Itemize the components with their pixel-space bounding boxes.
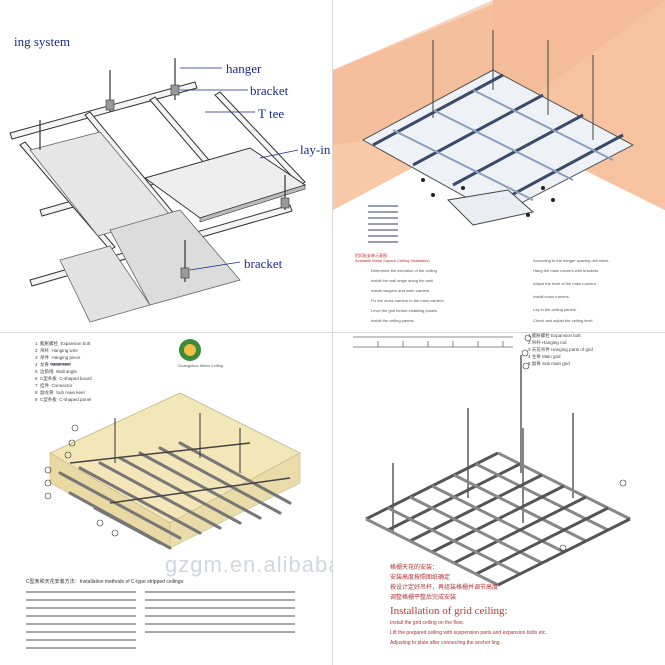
legend-en: Wall angle — [56, 369, 77, 374]
label-lay-in: lay-in — [300, 142, 331, 157]
square-panel — [446, 189, 535, 226]
legend-cn: 主骨 — [531, 354, 541, 359]
bracket-1 — [170, 84, 180, 96]
lay-in-ceiling-diagram — [9, 58, 307, 323]
step-left-6: Install the ceiling panels. — [371, 318, 415, 323]
legend-num: 2 — [528, 340, 531, 345]
step-left-2: Install the wall angle along the wall. — [371, 278, 434, 283]
section-title: Available Metal Square Ceiling Installat… — [355, 258, 430, 263]
legend-num: 8 — [35, 390, 38, 395]
legend-en: Expansion bolt — [551, 333, 581, 338]
step-right-5: Lay in the ceiling panels. — [533, 307, 577, 312]
label-hanger: hanger — [226, 61, 262, 76]
c-strip-ceiling-diagram — [26, 339, 301, 649]
label-bracket-top: bracket — [250, 83, 289, 98]
legend-cn: 天花吊件 — [531, 347, 550, 352]
step-right-1: According to the hanger spacing drill ho… — [533, 258, 610, 263]
grid-bar — [497, 517, 631, 587]
section-title-cn: 铝扣板安装示意图 — [355, 253, 387, 258]
logo-caption: Guangzhou Metal Ceiling — [178, 363, 223, 368]
grid-bar — [387, 506, 521, 576]
grid-ceiling-diagram — [353, 334, 631, 587]
legend-cn: 挂件 — [40, 383, 50, 388]
label-t-tee: T tee — [258, 106, 285, 121]
panel-c-type-strip-ceiling: Guangzhou Metal Ceiling 1 膨胀螺栓 Expansion… — [0, 333, 332, 665]
grid-bar — [365, 517, 499, 587]
ceiling-tile-3 — [59, 245, 151, 323]
diagram-title: ing system — [14, 34, 70, 49]
legend-num: 4 — [528, 354, 531, 359]
panel-lay-in-ceiling-system: ing system hanger bracket T tee lay-in b… — [0, 0, 332, 332]
legend-en: Sub main keel — [56, 390, 85, 395]
legend-num: 7 — [35, 383, 38, 388]
legend-num: 6 — [35, 376, 38, 381]
legend-num: 1 — [528, 333, 531, 338]
legend-en: Hanging parts of grid — [551, 347, 593, 352]
legend-en: C-shaped panel — [59, 397, 92, 402]
grid-en-line-1: Install the grid ceiling on the floor. — [390, 620, 465, 626]
panel-divider-horizontal — [0, 332, 665, 333]
legend-cn: 膨胀螺栓 — [40, 341, 59, 346]
legend-num: 3 — [528, 347, 531, 352]
grid-lattice — [365, 451, 631, 587]
legend-en: C-shaped board — [59, 376, 92, 381]
legend-cn: 吊件 — [40, 355, 50, 360]
legend-cn: 边角线 — [40, 369, 54, 374]
ceiling-tile-2 — [109, 209, 241, 306]
legend-en: Hanging rod — [542, 340, 567, 345]
panel-grid-ceiling: 1 膨胀螺栓 Expansion bolt 2 吊杆 Hanging rod 3… — [333, 333, 665, 665]
legend-num: 3 — [35, 355, 38, 360]
legend-cn: C型条板 — [40, 376, 57, 381]
legend-cn: C型条板 — [40, 397, 57, 402]
step-right-2: Hang the main runners with brackets. — [533, 268, 600, 273]
legend-cn: 副龙骨 — [40, 390, 54, 395]
panel-square-ceiling-installation: 铝扣板安装示意图 Available Metal Square Ceiling … — [333, 0, 665, 332]
step-right-3: Adjust the level of the main runners. — [533, 281, 597, 286]
grid-en-line-3: Adjusting to plate after connecting the … — [390, 640, 501, 646]
step-right-6: Check and adjust the ceiling level. — [533, 318, 594, 323]
step-left-3: Install hangers and main carriers. — [371, 288, 431, 293]
legend-cn: 龙骨 — [40, 362, 50, 367]
square-ceiling-diagram — [333, 0, 665, 243]
legend-en: Connector — [51, 383, 73, 388]
legend-en: Hanging piece — [51, 355, 81, 360]
legend-num: 9 — [35, 397, 38, 402]
grid-cn-line-3: 调整格栅平整后完成安装 — [390, 595, 457, 601]
cross-tee-4 — [214, 91, 306, 186]
step-left-4: Fix the cross carriers to the main carri… — [371, 298, 445, 303]
legend-cn: 膨胀螺栓 — [531, 333, 550, 338]
legend-num: 1 — [35, 341, 38, 346]
main-runner-1 — [9, 81, 198, 140]
legend-cn: 吊杆 — [531, 340, 541, 345]
legend-num: 5 — [35, 369, 38, 374]
grid-en-line-2: Lift the prepared ceiling with suspensio… — [390, 630, 547, 636]
legend-en: Expansion bolt — [60, 341, 91, 346]
legend-en: Main keel — [51, 362, 71, 367]
grid-cn-line-1: 安装高度按照图纸确定 — [390, 575, 451, 581]
label-bracket-bottom: bracket — [244, 256, 283, 271]
grid-en-title: Installation of grid ceiling: — [390, 605, 508, 617]
legend-num: 2 — [35, 348, 38, 353]
install-heading: C型条和天花安装方法：Installation methods of C-typ… — [26, 579, 185, 585]
grid-cn-title: 格栅天花的安装： — [390, 565, 439, 571]
legend-cn: 副骨 — [531, 361, 541, 366]
legend-en: Hanging wire — [51, 348, 78, 353]
step-left-5: Level the grid before installing panels. — [371, 308, 439, 313]
bracket-2 — [180, 267, 190, 279]
legend-en: Sub main grid — [542, 361, 570, 366]
legend-cn: 吊杆 — [40, 348, 50, 353]
grid-cn-line-2: 按设计定好吊杆，再组装格栅并调节高度 — [390, 585, 499, 591]
legend-en: Main grid — [542, 354, 561, 359]
ceiling-slab — [333, 0, 665, 145]
legend-num: 5 — [528, 361, 531, 366]
step-right-4: Install cross runners. — [533, 294, 570, 299]
legend-num: 4 — [35, 362, 38, 367]
step-left-1: Determine the elevation of the ceiling. — [371, 268, 438, 273]
